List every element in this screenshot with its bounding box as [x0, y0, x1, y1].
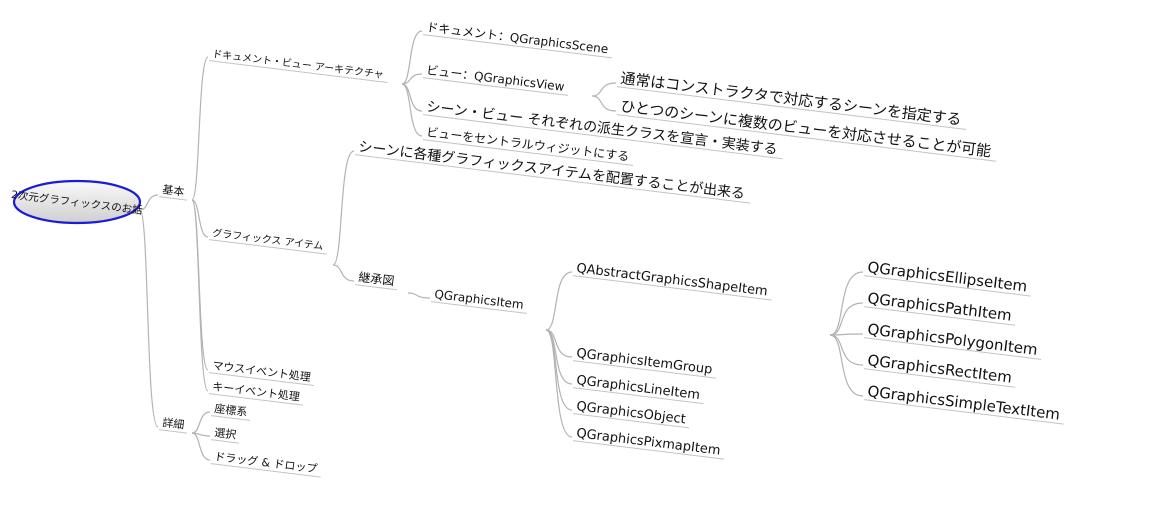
- connector-lines: [139, 30, 864, 461]
- node-coordinate-system[interactable]: 座標系: [214, 401, 248, 419]
- connector-line: [191, 199, 209, 392]
- label-underline: [208, 393, 304, 406]
- label-underline: [210, 439, 240, 444]
- node-qgraphicspixmapitem[interactable]: QGraphicsPixmapItem: [576, 426, 722, 459]
- label-underline: [863, 399, 1064, 425]
- connector-line: [401, 83, 423, 112]
- connector-line: [591, 82, 617, 97]
- node-view-view[interactable]: ビュー：QGraphicsView: [426, 63, 566, 94]
- connector-line: [829, 271, 864, 336]
- label-underline: [354, 284, 398, 291]
- node-qgraphicsrectitem[interactable]: QGraphicsRectItem: [867, 351, 1013, 387]
- label-underline: [430, 301, 527, 314]
- label-underline: [572, 275, 772, 301]
- node-drag-and-drop[interactable]: ドラッグ & ドロップ: [214, 449, 319, 476]
- label-underline: [863, 368, 1016, 388]
- node-qgraphicspathitem[interactable]: QGraphicsPathItem: [867, 289, 1013, 325]
- node-inheritance-diagram[interactable]: 継承図: [358, 269, 396, 288]
- label-underline: [863, 306, 1016, 326]
- connector-line: [191, 432, 211, 461]
- label-underline: [572, 440, 725, 460]
- connector-line: [545, 271, 573, 331]
- label-underline: [572, 360, 716, 379]
- connector-line: [401, 30, 423, 85]
- label-underline: [208, 60, 388, 84]
- label-underline: [158, 429, 188, 434]
- label-underline: [210, 415, 251, 421]
- connector-line: [139, 209, 159, 428]
- node-qgraphicsellipseitem[interactable]: QGraphicsEllipseItem: [867, 258, 1029, 295]
- label-underlines: [158, 34, 1064, 478]
- node-qabstractgraphicsshapeitem[interactable]: QAbstractGraphicsShapeItem: [576, 261, 769, 299]
- label-underline: [616, 86, 967, 131]
- node-qgraphicsobject[interactable]: QGraphicsObject: [576, 399, 687, 427]
- node-selection[interactable]: 選択: [214, 425, 238, 442]
- label-underline: [210, 463, 321, 478]
- connector-line: [401, 83, 423, 137]
- label-underline: [863, 337, 1042, 360]
- node-qgraphicsitem[interactable]: QGraphicsItem: [434, 287, 525, 312]
- connector-line: [545, 329, 573, 438]
- label-underline: [422, 77, 568, 96]
- label-underline: [572, 413, 690, 429]
- connector-line: [401, 73, 423, 85]
- node-qgraphicssimpletextitem[interactable]: QGraphicsSimpleTextItem: [867, 382, 1061, 423]
- node-graphics-items[interactable]: グラフィックス アイテム: [212, 226, 324, 253]
- label-underline: [422, 34, 613, 59]
- label-underline: [354, 154, 751, 204]
- connector-line: [191, 199, 209, 371]
- node-key-events[interactable]: キーイベント処理: [212, 380, 301, 404]
- label-underline: [572, 387, 704, 405]
- label-underline: [863, 275, 1031, 297]
- connector-line: [407, 292, 431, 299]
- label-underline: [158, 196, 188, 201]
- connector-line: [829, 302, 864, 336]
- label-underline: [616, 114, 997, 162]
- connector-line: [191, 411, 211, 434]
- connector-line: [191, 56, 209, 201]
- connector-line: [191, 199, 209, 238]
- node-basics[interactable]: 基本: [162, 182, 186, 199]
- label-underline: [208, 239, 327, 255]
- node-qgraphicsitemgroup[interactable]: QGraphicsItemGroup: [576, 346, 714, 378]
- label-underline: [422, 114, 783, 160]
- connector-line: [829, 334, 864, 397]
- node-qgraphicslineitem[interactable]: QGraphicsLineItem: [576, 373, 701, 403]
- connector-line: [591, 95, 617, 112]
- connector-line: [139, 194, 159, 211]
- connector-line: [829, 334, 864, 366]
- connector-line: [332, 264, 355, 282]
- node-mouse-events[interactable]: マウスイベント処理: [212, 359, 312, 384]
- node-details[interactable]: 詳細: [162, 415, 186, 432]
- connector-line: [332, 150, 355, 266]
- label-underline: [422, 139, 634, 166]
- root-node[interactable]: [12, 179, 142, 225]
- label-underline: [208, 372, 315, 387]
